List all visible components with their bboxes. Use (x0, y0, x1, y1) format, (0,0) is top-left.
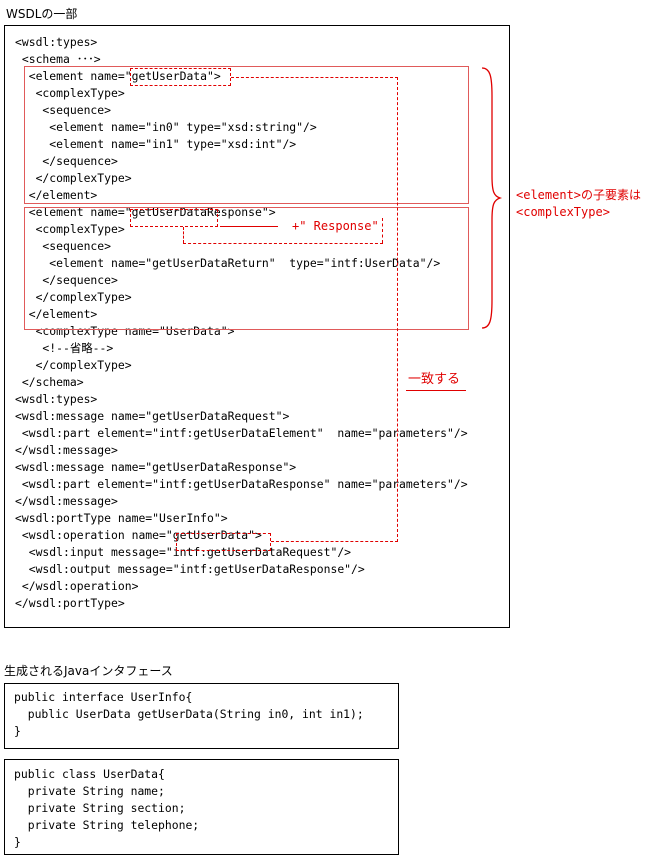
code-line: </sequence> (15, 273, 118, 287)
highlight-response-name (130, 209, 218, 227)
response-underline (220, 226, 278, 227)
code-line: </complexType> (15, 358, 132, 372)
connector-bottom (271, 541, 398, 542)
code-line: <element name="in1" type="xsd:int"/> (15, 137, 297, 151)
match-note: 一致する (408, 372, 461, 387)
code-line: } (14, 724, 21, 738)
curly-brace-icon (481, 67, 503, 329)
wsdl-code: <wsdl:types> <schema ･･･> <element name=… (15, 34, 468, 612)
code-line: </element> (15, 307, 98, 321)
plus-response-label: +" Response" (292, 219, 379, 233)
match-note-underline (406, 390, 466, 391)
code-line: </complexType> (15, 171, 132, 185)
code-line: <element name="getUserData"> (15, 69, 221, 83)
code-line: <!--省略--> (15, 341, 114, 355)
code-line: <wsdl:message name="getUserDataResponse"… (15, 460, 297, 474)
code-line: private String section; (14, 801, 186, 815)
code-line: <wsdl:part element="intf:getUserDataResp… (15, 477, 468, 491)
code-line: <wsdl:types> (15, 392, 98, 406)
code-line: public UserData getUserData(String in0, … (14, 707, 364, 721)
code-line: <wsdl:input message="intf:getUserDataReq… (15, 545, 352, 559)
code-line: </element> (15, 188, 98, 202)
element-box-response (24, 207, 469, 330)
connector-response-right (382, 218, 383, 243)
code-line: </sequence> (15, 154, 118, 168)
code-line: public class UserData{ (14, 767, 165, 781)
code-line: <wsdl:output message="intf:getUserDataRe… (15, 562, 365, 576)
code-line: <wsdl:part element="intf:getUserDataElem… (15, 426, 468, 440)
code-line: <wsdl:operation name="getUserData"> (15, 528, 262, 542)
connector-top (231, 77, 398, 78)
java-interface-code: public interface UserInfo{ public UserDa… (14, 689, 364, 740)
code-line: </wsdl:operation> (15, 579, 139, 593)
code-line: <wsdl:types> (15, 35, 98, 49)
wsdl-code-panel: <wsdl:types> <schema ･･･> <element name=… (4, 25, 510, 628)
code-line: } (14, 835, 21, 849)
code-line: <sequence> (15, 239, 112, 253)
code-line: </complexType> (15, 290, 132, 304)
brace-note-line2: <complexType> (516, 205, 610, 219)
code-line: private String telephone; (14, 818, 200, 832)
connector-response-vertical (183, 227, 184, 243)
java-interface-panel: public interface UserInfo{ public UserDa… (4, 683, 399, 749)
code-line: public interface UserInfo{ (14, 690, 193, 704)
brace-note-line1: <element>の子要素は (516, 188, 642, 202)
wsdl-section-title: WSDLの一部 (6, 7, 78, 21)
code-line: private String name; (14, 784, 165, 798)
code-line: <complexType> (15, 86, 125, 100)
code-line: <wsdl:portType name="UserInfo"> (15, 511, 228, 525)
code-line: <sequence> (15, 103, 112, 117)
code-line: <complexType name="UserData"> (15, 324, 235, 338)
java-class-panel: public class UserData{ private String na… (4, 759, 399, 855)
highlight-operation-name (176, 533, 271, 551)
element-box-request (24, 66, 469, 204)
code-line: <complexType> (15, 222, 125, 236)
code-line: <element name="getUserDataReturn" type="… (15, 256, 441, 270)
code-line: </wsdl:message> (15, 443, 118, 457)
code-line: <wsdl:message name="getUserDataRequest"> (15, 409, 290, 423)
code-line: </wsdl:portType> (15, 596, 125, 610)
code-line: </schema> (15, 375, 84, 389)
code-line: <schema ･･･> (15, 52, 101, 66)
code-line: <element name="in0" type="xsd:string"/> (15, 120, 317, 134)
code-line: <element name="getUserDataResponse"> (15, 205, 276, 219)
connector-response-horizontal (183, 243, 383, 244)
code-line: </wsdl:message> (15, 494, 118, 508)
connector-vertical (397, 77, 398, 542)
java-class-code: public class UserData{ private String na… (14, 766, 199, 851)
java-section-title: 生成されるJavaインタフェース (4, 664, 173, 678)
highlight-element-name (130, 68, 231, 86)
